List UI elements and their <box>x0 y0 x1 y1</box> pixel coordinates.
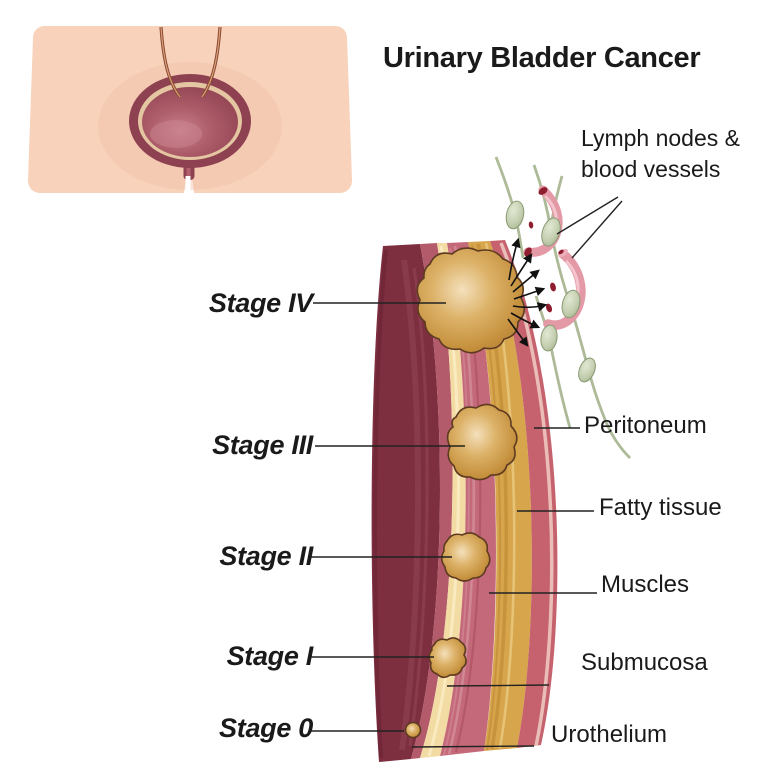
fatty-tissue-label: Fatty tissue <box>599 494 722 521</box>
lymph-vessel-cluster <box>494 156 631 459</box>
stage-iii-label: Stage III <box>212 430 313 460</box>
leader-lines <box>311 196 623 748</box>
bladder-shape <box>129 74 251 168</box>
tumor-stage-0 <box>404 721 422 739</box>
ureter-right <box>200 26 222 98</box>
metastasis-arrows <box>507 237 548 347</box>
tumor-stage-2 <box>440 532 491 582</box>
lymph-nodes-label-line1: Lymph nodes & <box>581 125 740 151</box>
leader-line-urothelium <box>411 745 535 748</box>
urothelium-label: Urothelium <box>551 721 668 748</box>
muscles-label: Muscles <box>601 571 690 598</box>
tumor-stage-3 <box>446 403 518 481</box>
tumors <box>404 247 526 739</box>
leader-line-lymph-1 <box>556 196 619 235</box>
stage-0-label: Stage 0 <box>219 713 313 743</box>
wall-layer-peritoneum <box>490 240 558 748</box>
submucosa-label: Submucosa <box>581 649 708 676</box>
tumor-stage-4 <box>416 247 526 354</box>
tumor-stage-1 <box>428 637 467 679</box>
ureter-left <box>159 26 182 98</box>
peritoneum-label: Peritoneum <box>584 412 707 439</box>
lymph-nodes <box>505 200 596 383</box>
leader-line-submucosa <box>446 684 550 687</box>
wall-layer-lumen <box>371 244 440 762</box>
stage-i-label: Stage I <box>226 641 314 671</box>
lymph-nodes-label: Lymph nodes & blood vessels <box>581 123 740 185</box>
body-inset-illustration <box>28 26 352 195</box>
leader-line-lymph-2 <box>571 200 623 259</box>
crotch-slit <box>185 176 191 195</box>
bladder-wall-illustration <box>371 240 558 762</box>
stage-ii-label: Stage II <box>219 541 313 571</box>
stage-iv-label: Stage IV <box>208 288 313 318</box>
wall-layer-mucosa <box>411 243 453 759</box>
lymph-nodes-label-line2: blood vessels <box>581 156 721 182</box>
page-title: Urinary Bladder Cancer <box>383 42 701 74</box>
